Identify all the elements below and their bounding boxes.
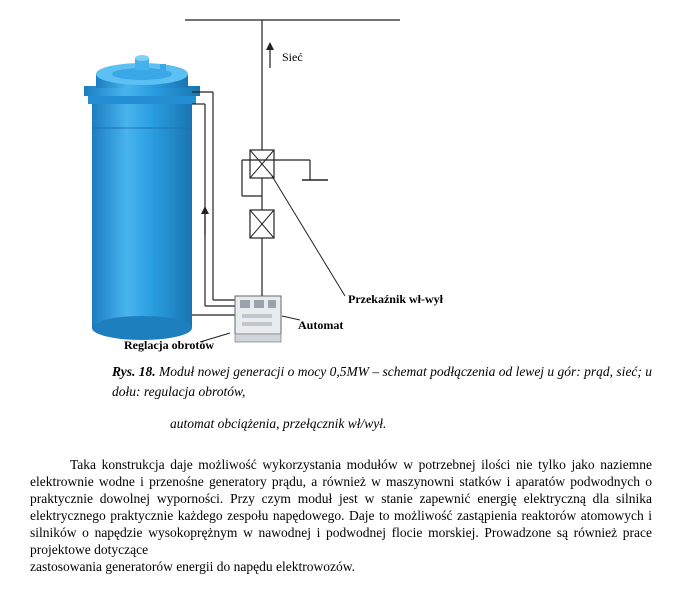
body-paragraph: Taka konstrukcja daje możliwość wykorzys… — [30, 456, 652, 575]
connection-wires — [192, 91, 263, 316]
generator-module-icon — [84, 55, 200, 340]
figure-caption: Rys. 18. Moduł nowej generacji o mocy 0,… — [112, 362, 657, 402]
regulation-leader-line — [199, 332, 231, 343]
relay-leader-line — [271, 175, 346, 297]
schematic-figure: Sieć Przekaźnik wł-wył Automat Reglacja … — [84, 19, 443, 352]
label-siec: Sieć — [282, 50, 303, 64]
current-arrow-icon — [201, 206, 209, 235]
switch-box-upper-icon — [249, 149, 275, 179]
switch-box-lower-icon — [249, 209, 275, 239]
connection-diagram — [84, 19, 400, 343]
automat-leader-line — [281, 315, 301, 321]
label-regulacja: Reglacja obrotów — [124, 338, 215, 352]
caption-text: Moduł nowej generacji o mocy 0,5MW – sch… — [112, 364, 653, 399]
network-arrow-icon — [266, 42, 274, 68]
body-paragraph-last-line: zastosowania generatorów energii do napę… — [30, 559, 356, 574]
label-przekaznik: Przekaźnik wł-wył — [348, 292, 443, 306]
body-paragraph-text: Taka konstrukcja daje możliwość wykorzys… — [30, 457, 652, 557]
figure-caption-line2: automat obciążenia, przełącznik wł/wył. — [170, 416, 387, 431]
automat-box-icon — [234, 295, 282, 343]
caption-lead: Rys. 18. — [112, 364, 156, 379]
ground-symbol-icon — [241, 159, 328, 197]
label-automat: Automat — [298, 318, 344, 332]
